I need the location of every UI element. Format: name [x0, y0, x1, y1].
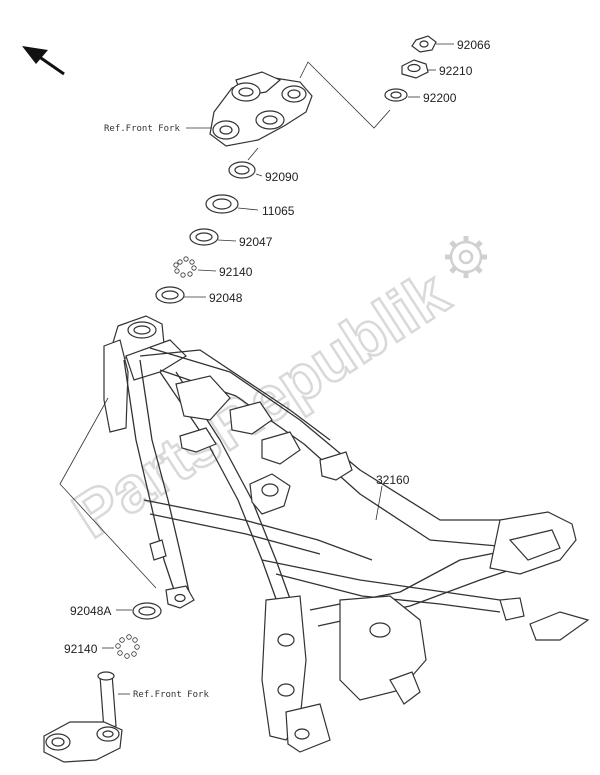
balls-92140-top: [173, 256, 197, 278]
ref-front-fork-bottom: Ref.Front Fork: [133, 690, 209, 700]
label-92210: 92210: [439, 64, 473, 78]
label-92047: 92047: [239, 235, 273, 249]
balls-92140-bottom: [115, 634, 140, 659]
ref-front-fork-top: Ref.Front Fork: [104, 124, 180, 134]
label-92048A: 92048A: [70, 604, 111, 618]
arrow-up-left-icon: [22, 46, 65, 76]
label-92048: 92048: [209, 291, 243, 305]
label-92066: 92066: [457, 38, 491, 52]
label-92090: 92090: [265, 170, 299, 184]
nut-92210: [401, 59, 429, 79]
nut-92066: [411, 35, 437, 53]
lower-triple-clamp: [43, 671, 123, 763]
race-92047: [189, 228, 219, 246]
upper-triple-clamp: [209, 71, 313, 147]
bearing-11065: [205, 194, 239, 214]
race-92048A: [132, 602, 162, 620]
label-92200: 92200: [423, 91, 457, 105]
label-11065: 11065: [262, 204, 295, 218]
frame-32160: [103, 315, 590, 753]
label-32160: 32160: [376, 473, 410, 487]
seal-92090: [228, 161, 256, 179]
label-92140-top: 92140: [219, 265, 253, 279]
label-92140-bottom: 92140: [64, 642, 98, 656]
washer-92200: [384, 88, 408, 102]
race-92048: [155, 286, 185, 304]
gear-icon: [445, 236, 487, 278]
